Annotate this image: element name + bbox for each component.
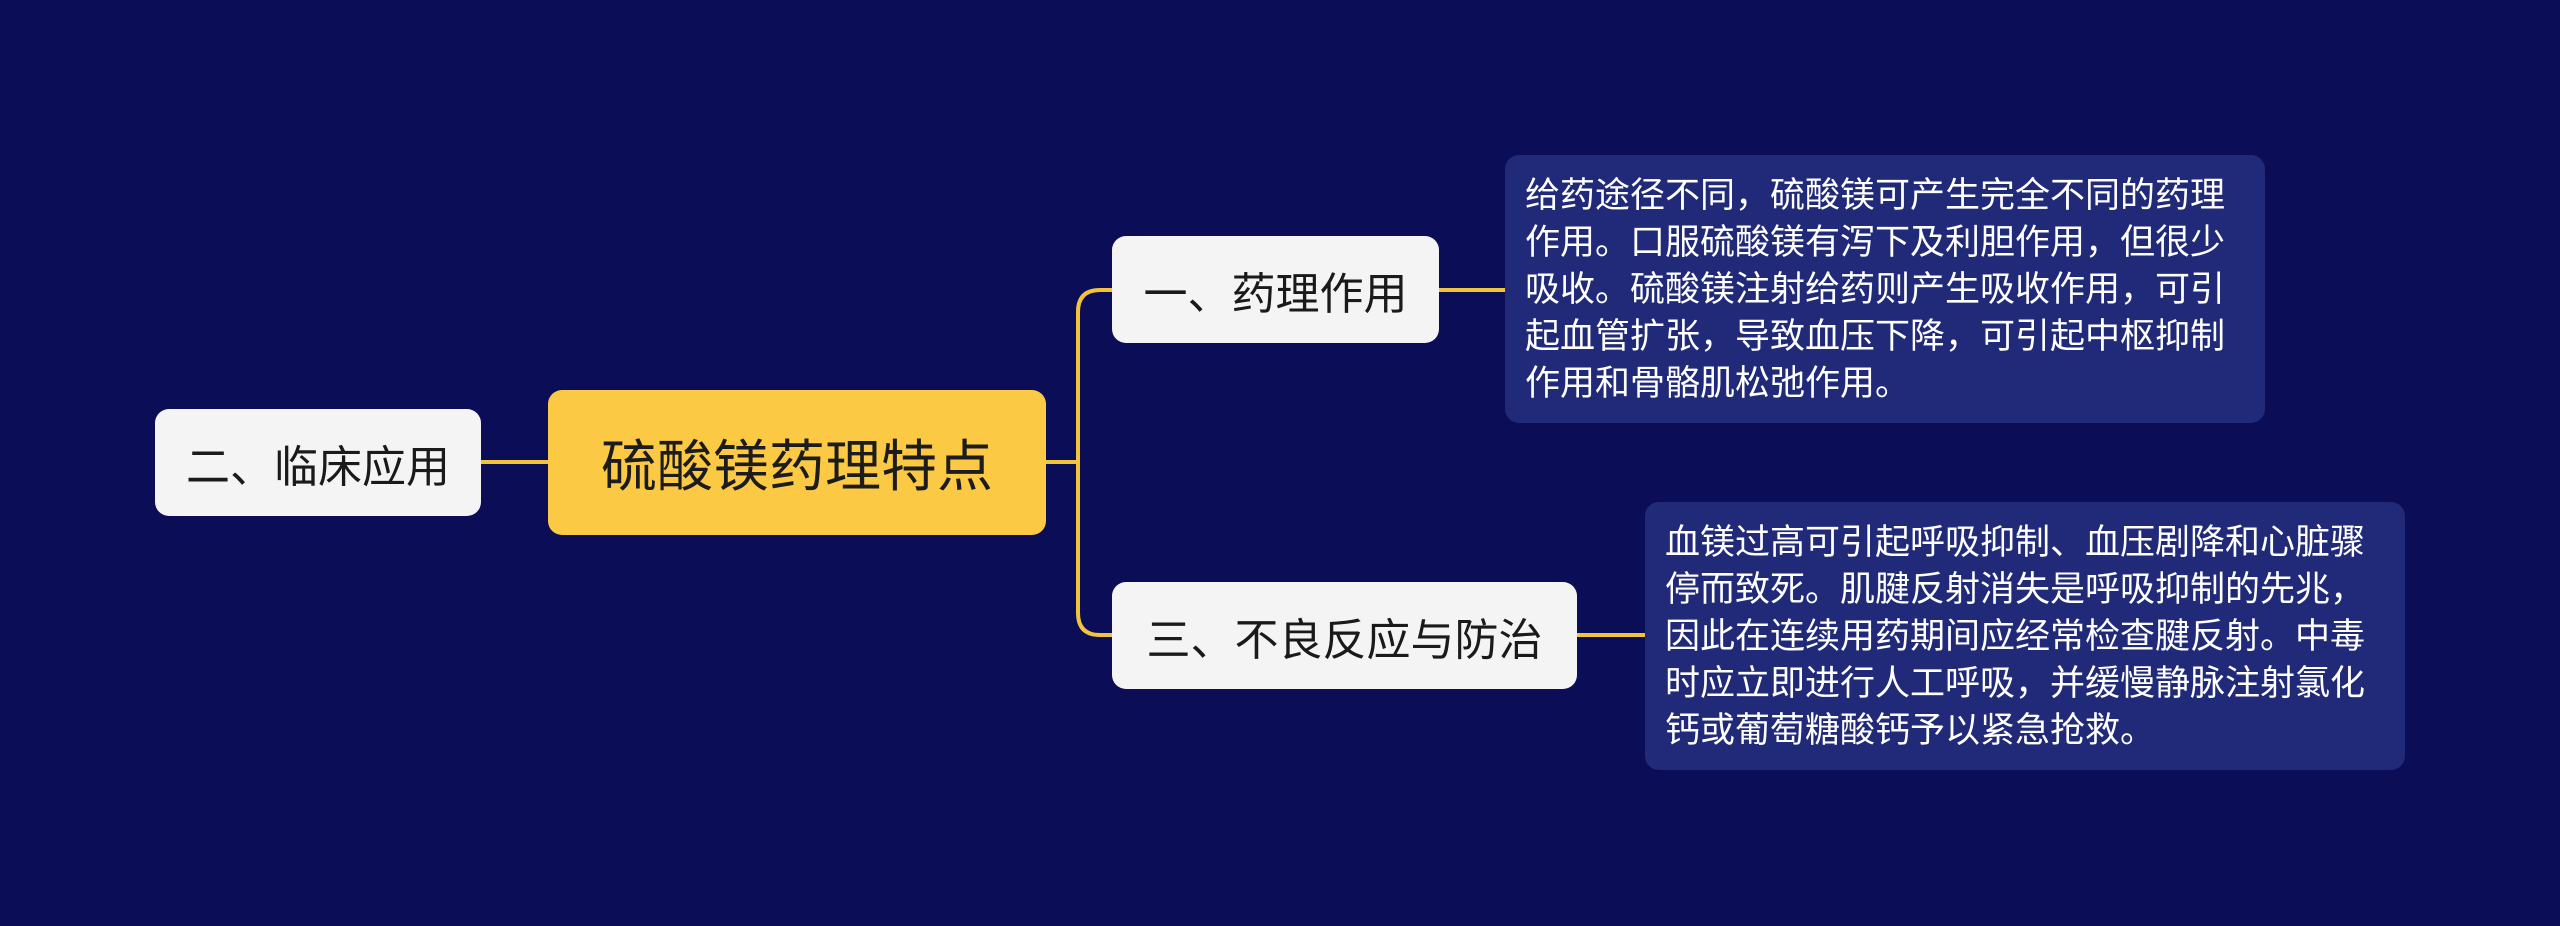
branch-pharmacology[interactable]: 一、药理作用 bbox=[1112, 236, 1439, 343]
detail-adverse-reactions-text: 血镁过高可引起呼吸抑制、血压剧降和心脏骤 停而致死。肌腱反射消失是呼吸抑制的先兆… bbox=[1665, 523, 2366, 751]
detail-adverse-reactions[interactable]: 血镁过高可引起呼吸抑制、血压剧降和心脏骤 停而致死。肌腱反射消失是呼吸抑制的先兆… bbox=[1645, 502, 2405, 770]
branch-clinical-application[interactable]: 二、临床应用 bbox=[155, 409, 481, 516]
branch-adverse-reactions[interactable]: 三、不良反应与防治 bbox=[1112, 582, 1577, 689]
detail-pharmacology[interactable]: 给药途径不同，硫酸镁可产生完全不同的药理 作用。口服硫酸镁有泻下及利胆作用，但很… bbox=[1505, 155, 2265, 423]
connector-to-pharmacology-branch bbox=[1076, 288, 1112, 462]
root-topic[interactable]: 硫酸镁药理特点 bbox=[548, 390, 1046, 535]
branch-adverse-reactions-label: 三、不良反应与防治 bbox=[1146, 614, 1543, 666]
connector-to-adverse-branch bbox=[1076, 462, 1112, 637]
detail-pharmacology-text: 给药途径不同，硫酸镁可产生完全不同的药理 作用。口服硫酸镁有泻下及利胆作用，但很… bbox=[1525, 176, 2226, 404]
root-topic-label: 硫酸镁药理特点 bbox=[601, 435, 993, 500]
branch-pharmacology-label: 一、药理作用 bbox=[1143, 268, 1408, 320]
branch-clinical-application-label: 二、临床应用 bbox=[186, 441, 450, 493]
